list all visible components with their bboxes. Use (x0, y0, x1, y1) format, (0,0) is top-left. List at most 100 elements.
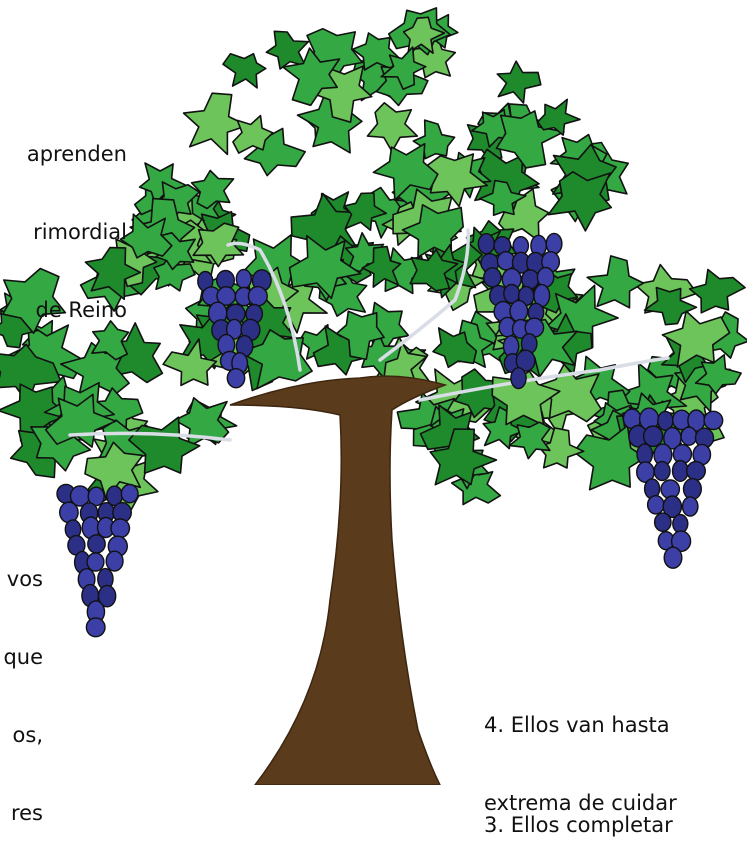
caption-top-left: aprenden rimordial de Reino (27, 89, 127, 349)
leaf (343, 192, 387, 231)
grape (235, 268, 253, 289)
grape (97, 584, 117, 608)
grape (483, 267, 502, 288)
grape (509, 299, 529, 323)
caption-step-3: 3. Ellos completar (484, 760, 673, 864)
leaf (694, 354, 742, 395)
grape (642, 425, 664, 448)
grape (86, 552, 105, 572)
leaf (496, 60, 542, 104)
grapevine-tree-illustration (0, 7, 747, 785)
grape (646, 494, 665, 515)
leaf (495, 110, 565, 169)
leaf (429, 428, 498, 486)
leaf (478, 179, 527, 216)
leaf (162, 338, 218, 387)
leaf (91, 320, 130, 361)
leaf (432, 327, 478, 369)
vine-line (378, 228, 470, 362)
grape (662, 495, 683, 519)
grape-cluster-center-right (477, 232, 563, 390)
leaf (661, 310, 731, 368)
leaf (190, 169, 235, 210)
grape-clusters (56, 232, 724, 638)
leaf (508, 421, 551, 460)
grape (671, 459, 689, 482)
leaf (84, 246, 142, 301)
leaf (573, 425, 646, 491)
grape (680, 426, 698, 446)
vine-line (226, 241, 302, 372)
caption-step-4-line-1: 4. Ellos van hasta (484, 713, 670, 737)
caption-top-left-line-3: de Reino (35, 298, 128, 322)
leaf (44, 393, 117, 448)
caption-top-left-line-1: aprenden (26, 142, 127, 166)
grape (226, 368, 246, 389)
leaf (536, 98, 581, 136)
leaf (402, 16, 446, 54)
leaf (361, 245, 402, 288)
leaf (335, 310, 385, 361)
caption-mid-left-line-2: que (3, 645, 43, 669)
grape (85, 617, 106, 638)
grape (59, 501, 79, 524)
leaf (409, 249, 459, 292)
grape (653, 460, 671, 482)
caption-mid-left: vos que os, res (3, 514, 43, 852)
leaf (119, 213, 173, 259)
grape (120, 483, 139, 504)
grape (545, 232, 563, 255)
caption-mid-left-line-1: vos (6, 567, 43, 591)
caption-mid-left-line-3: os, (12, 723, 43, 747)
leaf (222, 52, 267, 89)
grape (247, 285, 268, 307)
leaf (380, 46, 427, 90)
leaf (153, 253, 196, 292)
leaf (643, 286, 698, 326)
leaf (372, 142, 439, 201)
leaf (366, 102, 419, 153)
grape (670, 530, 692, 553)
grape (682, 477, 702, 501)
grape (105, 550, 124, 572)
grape (681, 496, 699, 517)
grape-cluster-right (622, 407, 724, 569)
leaf (586, 255, 645, 309)
vine-line (418, 356, 670, 402)
grape (477, 232, 495, 255)
grape (515, 349, 536, 372)
leaf (282, 47, 341, 107)
grape-cluster-center-left (197, 268, 272, 389)
caption-mid-left-line-4: res (10, 801, 43, 825)
leaf (84, 441, 144, 501)
grape (87, 486, 105, 507)
grape (703, 410, 724, 431)
leaf (128, 416, 201, 474)
tree-trunk (229, 375, 448, 785)
leaf (536, 363, 602, 423)
caption-step-3-line-1: 3. Ellos completar (484, 813, 673, 837)
grape (672, 513, 689, 534)
caption-top-left-line-2: rimordial (33, 220, 127, 244)
leaf (232, 114, 274, 154)
vine-line (68, 431, 232, 442)
leaf (412, 119, 456, 160)
vine-tendrils (68, 228, 670, 442)
grape (521, 269, 540, 290)
leaf (265, 30, 310, 70)
grape (87, 534, 106, 554)
grape (653, 512, 672, 533)
grape (536, 266, 555, 288)
leaf (537, 427, 585, 469)
leaf (1, 267, 67, 334)
leaf (547, 171, 613, 232)
leaf (351, 32, 401, 71)
leaf (192, 222, 245, 268)
grape (663, 546, 683, 569)
leaf (688, 268, 746, 314)
grape-cluster-left (56, 483, 139, 638)
grape (110, 518, 131, 539)
leaf (288, 234, 362, 300)
grape (510, 367, 527, 390)
grape (686, 460, 707, 481)
